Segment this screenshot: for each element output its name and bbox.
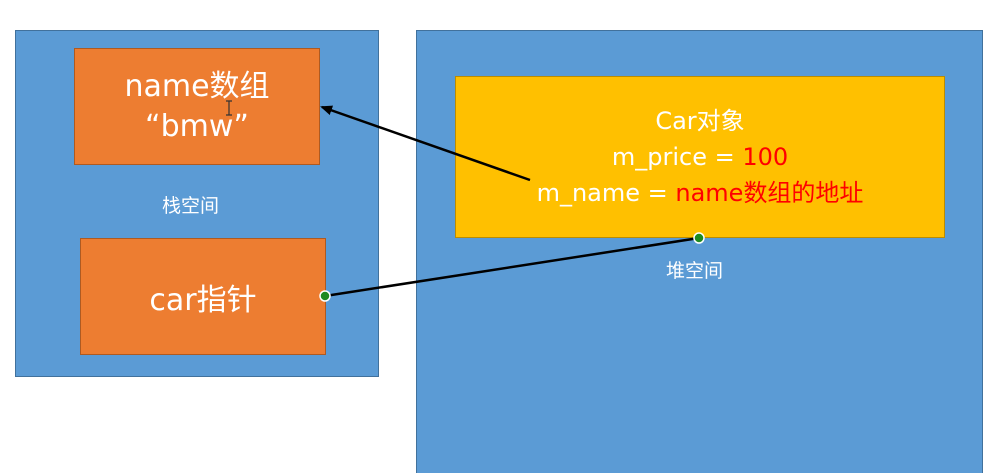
car-name-key: m_name = [536,179,676,207]
car-price-line: m_price = 100 [612,139,788,175]
heap-space-label: 堆空间 [666,260,724,282]
name-array-box: name数组 “bmw” [74,48,320,165]
stack-space-label: 栈空间 [162,195,220,217]
car-pointer-label: car指针 [149,282,257,318]
car-price-key: m_price = [611,143,743,171]
car-name-value: name数组的地址 [675,179,864,207]
name-array-title: name数组 [124,68,270,104]
car-name-line: m_name = name数组的地址 [537,175,864,211]
name-array-value: “bmw” [145,108,249,144]
car-object-box: Car对象 m_price = 100 m_name = name数组的地址 [455,76,945,238]
car-pointer-box: car指针 [80,238,326,355]
text-cursor-icon [226,100,232,116]
car-price-value: 100 [742,143,789,171]
car-object-title: Car对象 [655,107,745,135]
